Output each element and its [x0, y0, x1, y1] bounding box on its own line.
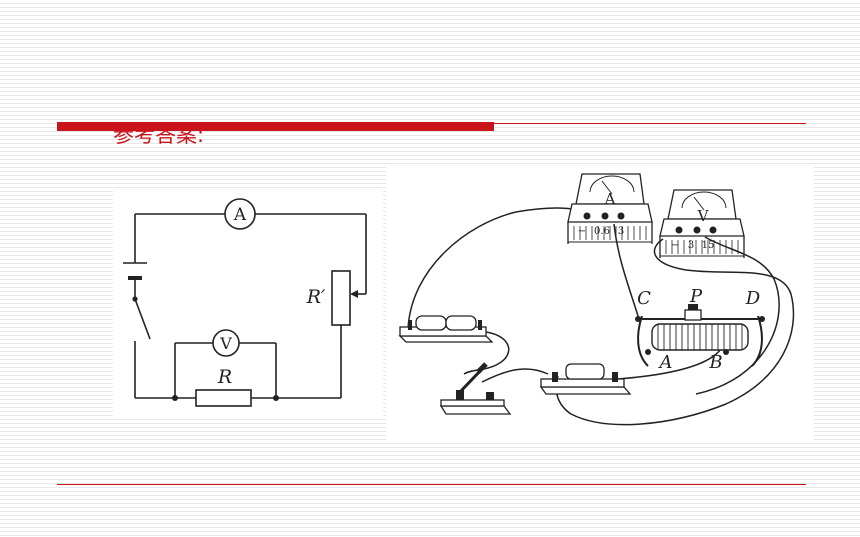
ammeter-terminal-3: 3 [618, 226, 624, 237]
circuit-schematic: A V R R′ [113, 191, 383, 419]
battery-pack [398, 315, 494, 343]
voltmeter-device [659, 189, 745, 258]
voltmeter-terminal-15: 15 [702, 240, 715, 251]
voltmeter-terminal-3: 3 [688, 240, 694, 251]
rheostat-point-c: C [637, 288, 651, 309]
ammeter-symbol: A [233, 205, 247, 225]
rheostat-point-p: P [689, 286, 703, 307]
sliding-rheostat [635, 304, 765, 367]
resistor-component [539, 363, 632, 395]
answer-label: 参考答案: [113, 123, 205, 147]
ammeter-device [567, 173, 653, 244]
rheostat-point-b: B [708, 352, 722, 373]
footer-line [57, 484, 806, 485]
ammeter-device-symbol: A [604, 190, 616, 208]
ammeter-terminal-0-6: 0.6 [594, 226, 610, 237]
voltmeter-device-symbol: V [697, 207, 710, 225]
knife-switch [439, 362, 512, 415]
rheostat-point-a: A [658, 352, 673, 373]
voltmeter-symbol: V [219, 334, 232, 353]
title-bar-thin [494, 123, 806, 124]
apparatus-drawing: A − 0.6 3 V − 3 15 [386, 164, 814, 440]
voltmeter-terminal-neg: − [671, 240, 679, 251]
title-bar-thick [57, 122, 494, 131]
rheostat-point-d: D [745, 288, 761, 309]
ammeter-terminal-neg: − [578, 226, 586, 237]
resistor-label: R [217, 366, 232, 388]
rheostat-label: R′ [306, 286, 326, 308]
